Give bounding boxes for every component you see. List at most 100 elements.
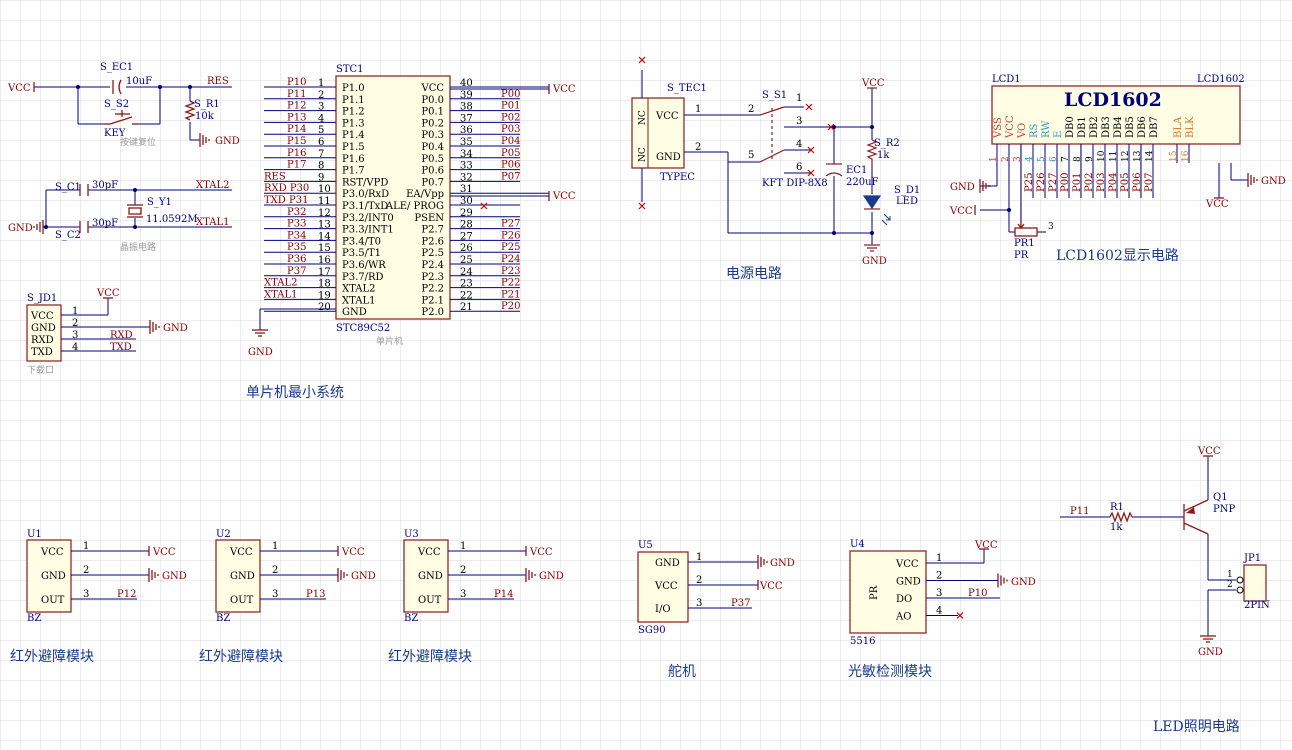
crystal-circuit[interactable]: S_C1 30pF S_C2 30pF S_Y1 11.0592M XTAL2 … — [8, 180, 232, 253]
power-sw-pin-4: 4 — [796, 139, 802, 150]
lcd-pin-net: P04 — [1108, 173, 1119, 192]
mcu-pin-number: 16 — [318, 255, 331, 266]
lcd-pin-number: 5 — [1037, 156, 1047, 162]
mcu-pin-number: 28 — [460, 220, 473, 231]
ir-pin-name: OUT — [230, 595, 254, 606]
lcd-pin-name: RW — [1041, 120, 1052, 138]
servo-gnd-label: GND — [770, 558, 795, 569]
power-sw-pin-6: 6 — [796, 162, 802, 173]
mcu-pin-number: 36 — [460, 125, 473, 136]
ir-gnd-label: GND — [351, 571, 376, 582]
section-power: 电源电路 — [726, 266, 782, 282]
led-lighting-circuit[interactable]: VCC Q1 PNP R1 1k P11 JP1 2PIN 1 2 GND — [1060, 446, 1270, 658]
mcu-pin-name: P3.2/INT0 — [342, 213, 394, 224]
lcd1602-module[interactable]: LCD1 LCD1602 LCD1602 VSS1VCC2VO3RS4P25RW… — [949, 74, 1286, 261]
pnp-arrow-icon — [1186, 507, 1195, 514]
noconnect-icon — [956, 612, 964, 619]
led-q1-part: PNP — [1213, 504, 1235, 515]
mcu-pin-net: P24 — [501, 254, 520, 265]
led-vcc-label: VCC — [1197, 446, 1221, 457]
lcd-pin-number: 4 — [1025, 156, 1035, 162]
mcu-pin-number: 27 — [460, 231, 473, 242]
mcu-pin-number: 7 — [318, 149, 324, 160]
reset-circuit[interactable]: VCC S_EC1 10uF S_S2 KEY 按键复位 RES S_R1 10… — [7, 62, 240, 148]
light-pin-name: GND — [896, 577, 921, 588]
light-do-net: P10 — [968, 588, 987, 599]
mcu-pin-name: P3.4/T0 — [342, 236, 381, 247]
lcd-title: LCD1602 — [1064, 89, 1162, 111]
mcu-pin-net: P03 — [501, 124, 520, 135]
mcu-pin-name: P0.1 — [421, 107, 444, 118]
mcu-pin-net: P26 — [501, 230, 520, 241]
lcd-pin[interactable]: VO3 — [1013, 123, 1028, 163]
crystal-c2-value: 30pF — [92, 218, 118, 229]
power-circuit[interactable]: NC NC VCC GND S_TEC1 TYPEC — [631, 56, 920, 267]
ground-symbol-icon — [525, 568, 536, 582]
mcu-pin-name: P3.5/T1 — [342, 248, 381, 259]
section-light: 光敏检测模块 — [848, 664, 932, 680]
ir-part: BZ — [27, 613, 41, 624]
